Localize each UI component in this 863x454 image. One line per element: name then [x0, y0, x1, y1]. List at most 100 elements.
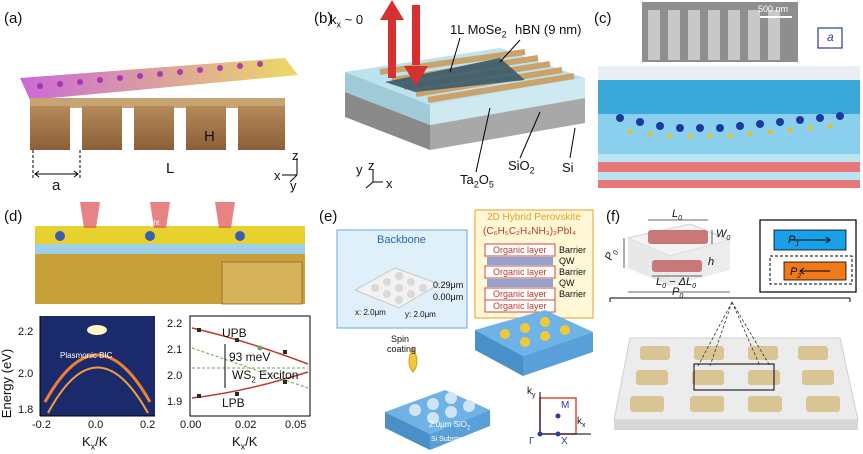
- dispersion-plot: [189, 315, 311, 417]
- W0-sub: 0: [726, 235, 731, 243]
- mose2-sub: 2: [501, 29, 507, 40]
- substrate-label: 2.0μm SiO2: [429, 420, 470, 432]
- xtick: 0.02: [235, 419, 257, 431]
- panel-f: (f): [600, 198, 863, 454]
- lpb-label: LPB: [222, 396, 245, 410]
- panel-label-f: (f): [606, 208, 621, 225]
- L0-text: L: [672, 208, 679, 220]
- ta2o5-sub2: 5: [488, 179, 494, 190]
- panel-e: (e): [315, 198, 600, 454]
- axis-x-label: x: [274, 168, 281, 183]
- height-top: 0.29μm: [433, 280, 464, 290]
- panel-label-b: (b): [314, 10, 333, 27]
- panel-a-illustration: [20, 58, 298, 183]
- dim-H-label: H: [204, 128, 215, 145]
- layer-role: QW: [559, 278, 575, 288]
- panel-d: (d) Light Plasmonic BIC Energy (eV) 2.2 …: [0, 198, 315, 454]
- x-dim: x: 2.0μm: [355, 308, 386, 317]
- panel-c-illustration: [598, 2, 860, 188]
- bz-ky-sub: y: [532, 392, 536, 399]
- layer-si-label: Si: [562, 160, 574, 175]
- exciton-label: WS2 Exciton: [232, 368, 298, 384]
- backbone-label: Backbone: [377, 234, 426, 246]
- panel-label-a: (a): [4, 10, 23, 27]
- spin-label: Spin: [391, 334, 410, 344]
- f-L0dL: L0 − ΔL0: [656, 276, 696, 290]
- P0-bottom-text: P: [672, 286, 680, 298]
- ytick: 2.2: [167, 318, 183, 330]
- b-axis-z: z: [368, 158, 375, 173]
- panel-c: (c) 500 nm a: [590, 0, 863, 195]
- panel-b-illustration: [345, 0, 585, 189]
- panel-f-illustration: [609, 219, 859, 430]
- k-rest: ~ 0: [341, 12, 364, 27]
- exciton-ws: WS: [232, 368, 252, 382]
- ta2o5-sub1: 2: [473, 179, 479, 190]
- xlabel-left-k: K: [82, 434, 91, 449]
- xlabel-left-sub: x: [90, 441, 96, 452]
- f-p1: P1: [788, 234, 799, 248]
- xtick: 0.2: [140, 419, 156, 431]
- ytick: 2.0: [167, 370, 183, 382]
- layer-sio2-label: SiO2: [508, 158, 535, 176]
- ytick: 2.2: [18, 326, 34, 338]
- panel-label-c: (c): [594, 10, 612, 27]
- bz-kx: kx: [577, 416, 586, 429]
- band-map: [39, 316, 155, 417]
- ta2o5-b: O: [478, 172, 489, 187]
- layer-ta2o5-label: Ta2O5: [460, 172, 494, 190]
- substrate-a: 2.0μm SiO: [429, 420, 467, 429]
- xlabel-right-rest: /K: [245, 434, 258, 449]
- coating-label: coating: [387, 344, 417, 354]
- dim-L-label: L: [166, 160, 175, 177]
- xlabel-left-rest: /K: [95, 434, 108, 449]
- f-h: h: [708, 256, 715, 268]
- W0-text: W: [716, 228, 727, 240]
- substrate-sub: 2: [466, 425, 471, 432]
- p1-text: P: [788, 234, 796, 246]
- L0dL-sub: 0: [662, 283, 667, 291]
- bz-X: X: [561, 436, 568, 447]
- organic-layer: Organic layer: [493, 301, 547, 311]
- k-sub: x: [336, 19, 342, 30]
- P0-bottom-sub: 0: [679, 293, 684, 301]
- ta2o5-a: Ta: [460, 172, 474, 187]
- scalebar-label: 500 nm: [758, 4, 789, 14]
- inset-a-label: a: [827, 30, 834, 44]
- f-p2: P2: [790, 266, 801, 280]
- layer-role: QW: [559, 256, 575, 266]
- xlabel-left: Kx/K: [82, 434, 107, 452]
- bz-Gamma: Γ: [529, 436, 535, 447]
- xtick: 0.0: [88, 419, 104, 431]
- ytick: 1.8: [18, 404, 34, 416]
- substrate-si: Si Substrate: [431, 436, 470, 443]
- xlabel-right-k: K: [232, 434, 241, 449]
- perovskite-formula: (C₆H₅C₂H₄NH₃)₂PbI₄: [483, 226, 577, 237]
- exciton-sub: 2: [251, 375, 256, 385]
- panel-a: (a): [0, 0, 300, 195]
- k-label: kx ~ 0: [330, 12, 363, 30]
- light-label: Light: [144, 220, 160, 227]
- upb-label: UPB: [222, 326, 247, 340]
- xtick: 0.05: [285, 419, 307, 431]
- layer-role: Barrier: [559, 245, 587, 255]
- energy-ylabel: Energy (eV): [0, 348, 15, 419]
- f-P0-bottom: P0: [672, 286, 683, 300]
- b-axis-y: y: [356, 162, 363, 177]
- sio2-text: SiO: [508, 158, 530, 173]
- panel-b: (b) kx ~ 0 1L MoSe2 hBN (: [300, 0, 590, 195]
- xtick: 0.00: [180, 419, 202, 431]
- layer-role: Barrier: [559, 267, 587, 277]
- p2-sub: 2: [797, 273, 802, 281]
- L0dL-text: L: [656, 276, 663, 288]
- rabi-label: 93 meV: [229, 350, 271, 364]
- height-bottom: 0.00μm: [433, 292, 464, 302]
- bz-kx-sub: x: [582, 422, 586, 429]
- k-symbol: k: [330, 12, 337, 27]
- b-axis-x: x: [386, 176, 393, 191]
- xlabel-right-sub: x: [240, 441, 246, 452]
- mose2-text: 1L MoSe: [450, 22, 502, 37]
- dim-a-label: a: [52, 177, 61, 194]
- ytick: 1.9: [167, 396, 183, 408]
- xlabel-right: Kx/K: [232, 434, 257, 452]
